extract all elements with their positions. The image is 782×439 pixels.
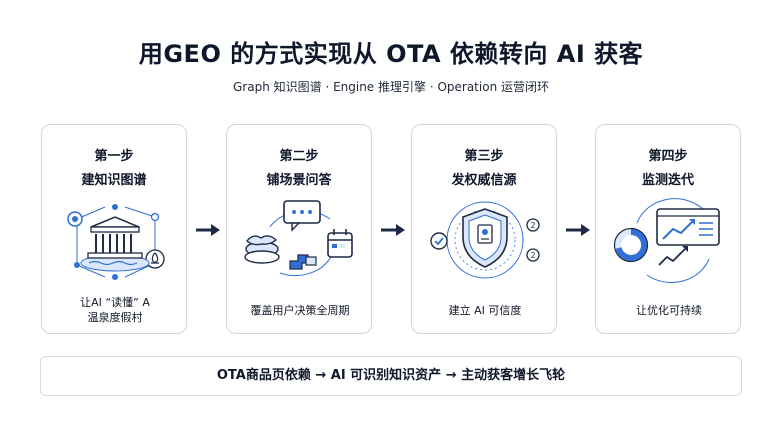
arrow-right-icon bbox=[196, 224, 220, 236]
step-label: 第一步 bbox=[94, 149, 134, 164]
step-card-3: 第三步 发权威信源 2 2 建立 AI 可信度 bbox=[411, 124, 557, 334]
flow-summary-bar: OTA商品页依赖 → AI 可识别知识资产 → 主动获客增长飞轮 bbox=[40, 356, 742, 396]
step-description: 让AI “读懂” A 温泉度假村 bbox=[80, 296, 150, 324]
arrow-right-icon bbox=[566, 224, 590, 236]
page-subtitle: Graph 知识图谱 · Engine 推理引擎 · Operation 运营闭… bbox=[233, 80, 549, 94]
step-card-2: 第二步 铺场景问答 覆盖用户决策全周期 bbox=[226, 124, 372, 334]
step-name: 建知识图谱 bbox=[81, 173, 147, 188]
step-description: 覆盖用户决策全周期 bbox=[250, 304, 350, 317]
step-label: 第二步 bbox=[279, 149, 319, 164]
step-description: 建立 AI 可信度 bbox=[448, 304, 522, 317]
step-label: 第三步 bbox=[464, 149, 504, 164]
badge-number: 2 bbox=[530, 221, 535, 230]
badge-number: 2 bbox=[530, 251, 535, 260]
step-card-1: 第一步 建知识图谱 让 bbox=[41, 124, 187, 334]
step-label: 第四步 bbox=[648, 149, 688, 164]
step-card-4: 第四步 监测迭代 让优化可持续 bbox=[595, 124, 741, 334]
qa-chat-scene-icon bbox=[244, 200, 353, 277]
step-name: 监测迭代 bbox=[641, 173, 694, 188]
arrow-right-icon bbox=[381, 224, 405, 236]
authority-shield-icon: 2 2 bbox=[430, 201, 540, 279]
monitor-dashboard-icon bbox=[613, 198, 720, 283]
step-description: 让优化可持续 bbox=[636, 304, 702, 317]
page-title: 用GEO 的方式实现从 OTA 依赖转向 AI 获客 bbox=[138, 40, 644, 68]
knowledge-graph-temple-icon bbox=[67, 204, 165, 280]
step-name: 发权威信源 bbox=[451, 173, 517, 188]
step-name: 铺场景问答 bbox=[266, 173, 332, 188]
